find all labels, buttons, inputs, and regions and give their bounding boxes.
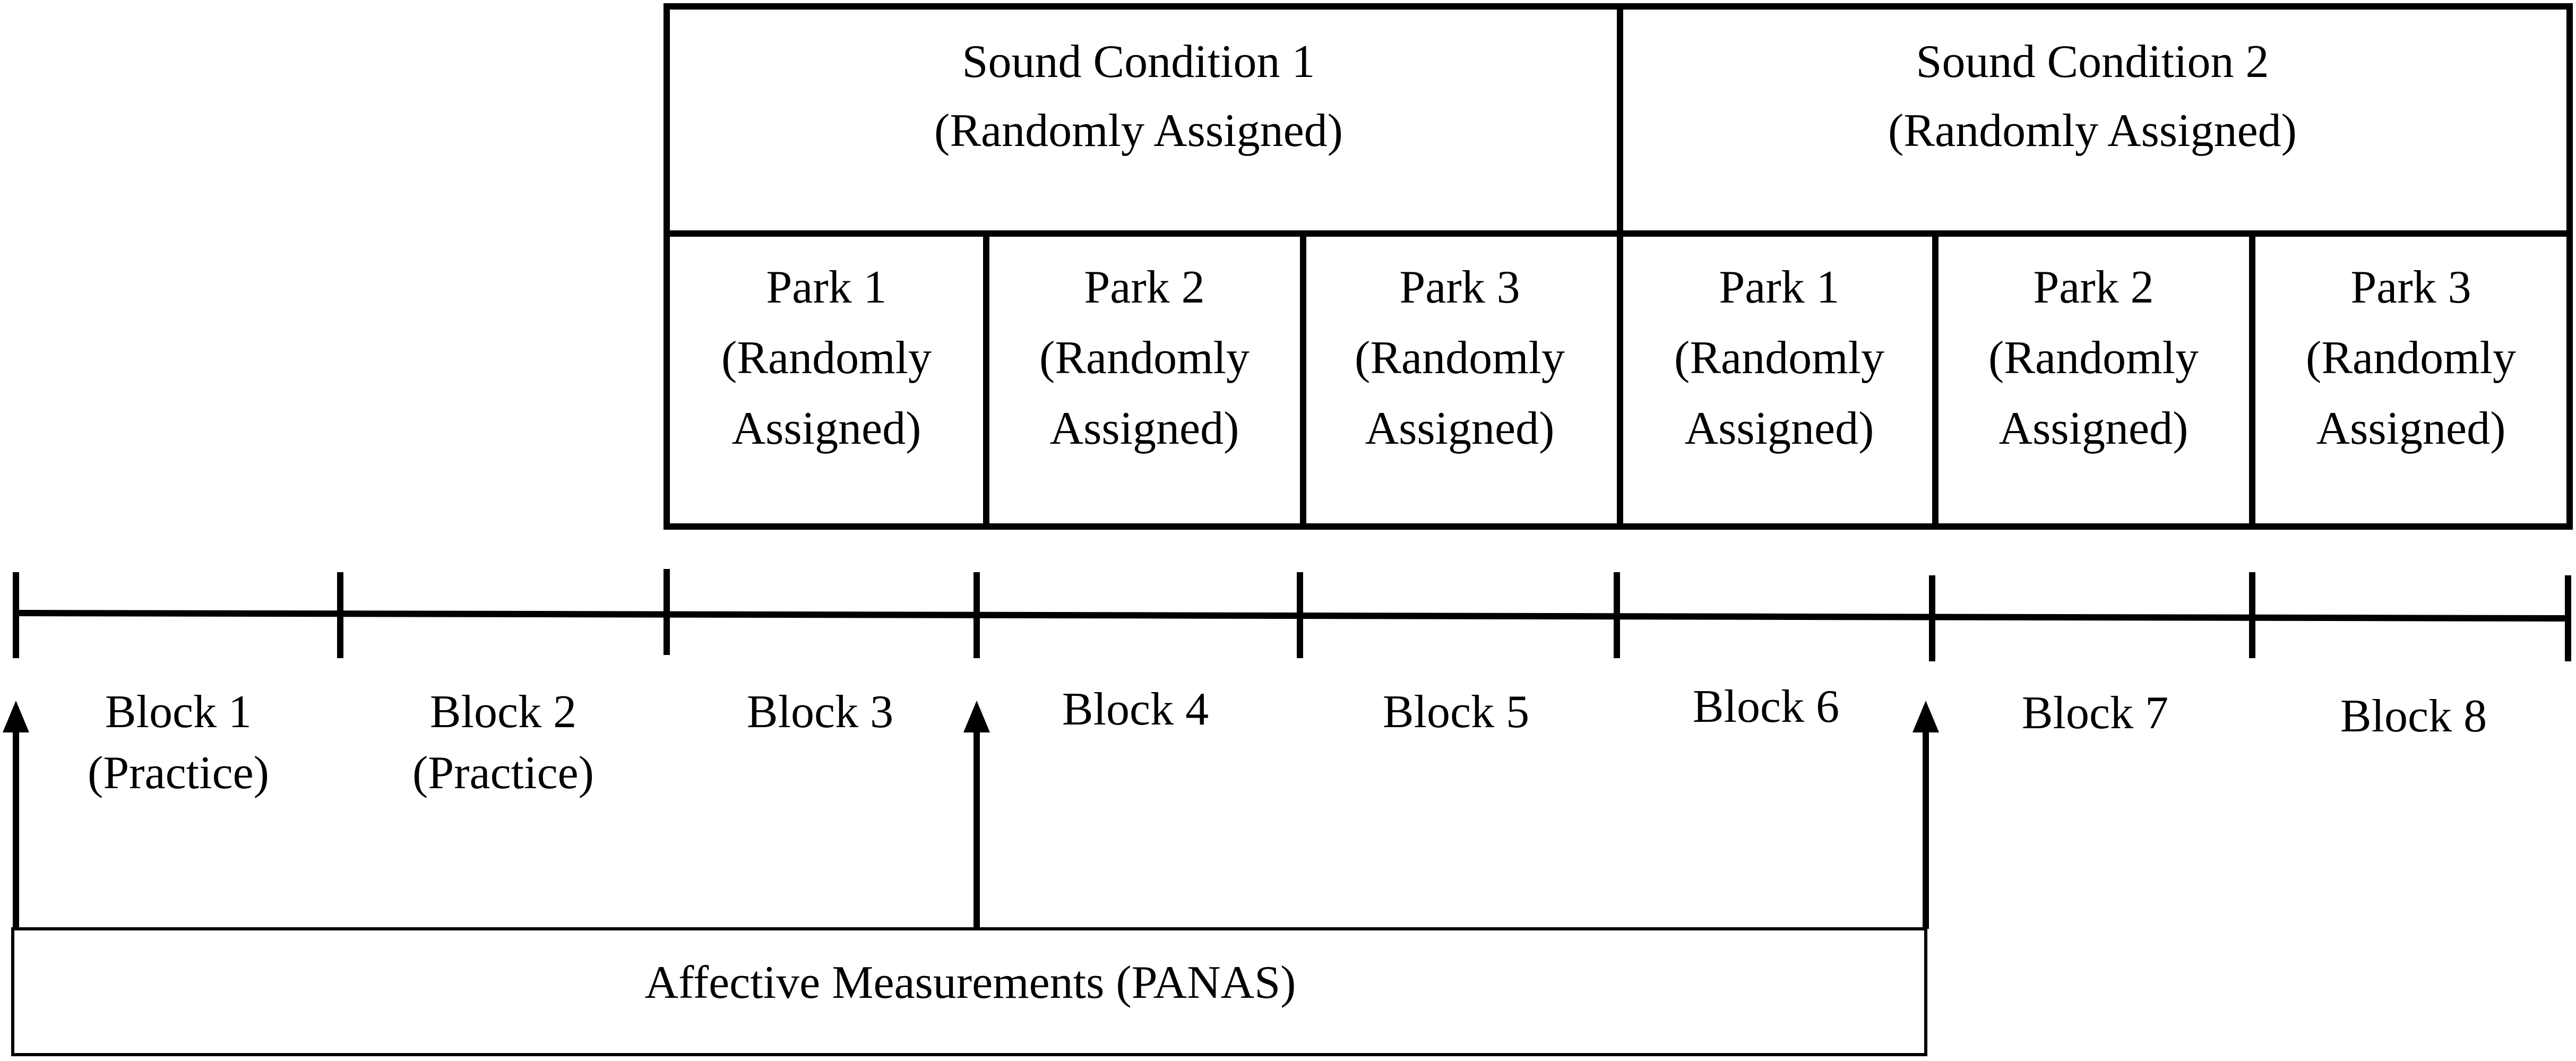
sound-condition-2-title: Sound Condition 2 <box>1916 36 2269 88</box>
block-1-label: Block 1 <box>105 686 252 738</box>
arrow-head <box>963 701 990 732</box>
block-8-label: Block 8 <box>2340 691 2487 742</box>
park-3-randomly: (Randomly <box>2306 332 2516 384</box>
park-1-randomly: (Randomly <box>721 332 932 384</box>
park-2-assigned: Assigned) <box>1050 403 1239 454</box>
arrow-head <box>3 701 29 732</box>
park-2-label: Park 2 <box>2033 262 2153 313</box>
park-labels: Park 1 (Randomly Assigned) Park 2 (Rando… <box>721 262 2516 454</box>
park-3-randomly: (Randomly <box>1355 332 1565 384</box>
park-2-randomly: (Randomly <box>1039 332 1250 384</box>
park-boxes <box>664 230 2573 530</box>
sound-condition-1-title: Sound Condition 1 <box>962 36 1315 88</box>
measurement-arrows <box>3 701 1939 929</box>
arrow-head <box>1912 701 1939 732</box>
block-2-label: Block 2 <box>430 686 576 738</box>
block-7-label: Block 7 <box>2022 687 2168 739</box>
park-3-label: Park 3 <box>2350 262 2471 313</box>
park-3-label: Park 3 <box>1399 262 1520 313</box>
block-3-label: Block 3 <box>747 686 893 738</box>
park-3-assigned: Assigned) <box>2316 403 2506 454</box>
park-1-label: Park 1 <box>1719 262 1839 313</box>
park-1-label: Park 1 <box>766 262 886 313</box>
park-1-assigned: Assigned) <box>732 403 921 454</box>
block-5-label: Block 5 <box>1383 686 1529 738</box>
park-1-randomly: (Randomly <box>1674 332 1884 384</box>
block-6-label: Block 6 <box>1693 681 1839 732</box>
sound-condition-2-subtitle: (Randomly Assigned) <box>1888 105 2297 157</box>
sound-condition-1-subtitle: (Randomly Assigned) <box>934 105 1343 157</box>
timeline <box>13 569 2571 661</box>
park-box <box>2249 230 2573 530</box>
park-3-assigned: Assigned) <box>1365 403 1555 454</box>
park-2-assigned: Assigned) <box>1999 403 2189 454</box>
park-2-randomly: (Randomly <box>1988 332 2199 384</box>
affective-measurements-box <box>11 927 1927 1056</box>
block-1-sub: (Practice) <box>88 747 269 799</box>
timeline-axis <box>15 610 2570 622</box>
park-1-assigned: Assigned) <box>1685 403 1874 454</box>
park-2-label: Park 2 <box>1084 262 1204 313</box>
block-2-sub: (Practice) <box>412 747 594 799</box>
block-labels: Block 1 (Practice) Block 2 (Practice) Bl… <box>88 681 2487 799</box>
block-4-label: Block 4 <box>1062 684 1209 735</box>
affective-measurements-label: Affective Measurements (PANAS) <box>645 957 1296 1008</box>
